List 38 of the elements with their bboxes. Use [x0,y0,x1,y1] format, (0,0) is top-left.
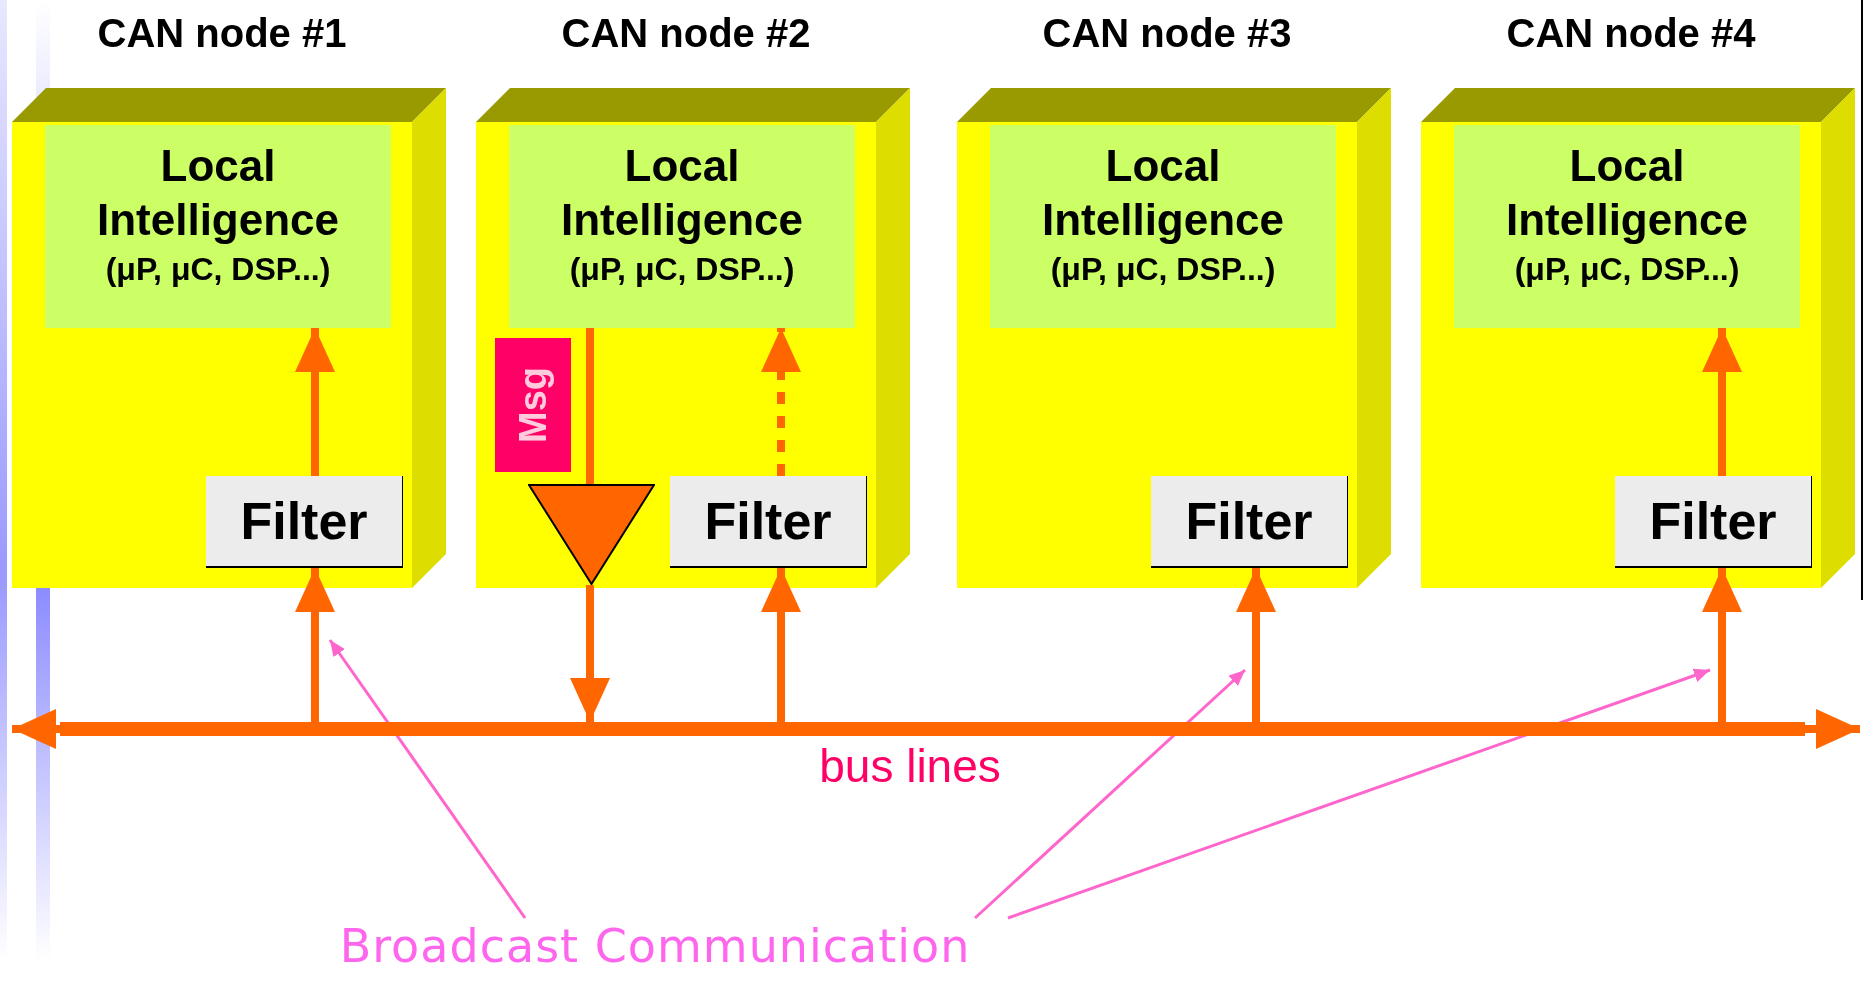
filter-box: Filter [670,476,867,568]
filter-box: Filter [1615,476,1812,568]
signal-arrow [570,585,610,722]
panel-title: Local Intelligence [1040,140,1286,246]
node-heading: CAN node #1 [96,10,348,57]
signal-arrow [761,328,801,476]
signal-arrow [1805,709,1860,749]
node-heading: CAN node #2 [560,10,812,57]
transmit-triangle [528,484,655,585]
node-heading: CAN node #4 [1505,10,1757,57]
signal-arrow [295,568,335,722]
leader-line [1007,668,1711,920]
signal-arrow [1702,568,1742,722]
processor-panel [509,125,855,328]
processor-panel [990,125,1336,328]
panel-subtitle: (μP, μC, DSP...) [1514,250,1740,289]
panel-title: Local Intelligence [95,140,341,246]
bus-label: bus lines [818,739,1002,794]
signal-arrow [761,568,801,722]
panel-subtitle: (μP, μC, DSP...) [569,250,795,289]
message-label: Msg [510,367,555,443]
signal-arrow [1236,568,1276,722]
panel-subtitle: (μP, μC, DSP...) [105,250,331,289]
message-tag [495,338,571,472]
signal-arrow [1702,328,1742,476]
panel-subtitle: (μP, μC, DSP...) [1050,250,1276,289]
panel-title: Local Intelligence [1504,140,1750,246]
filter-box: Filter [1151,476,1348,568]
processor-panel [1454,125,1800,328]
signal-arrow [12,709,60,749]
leader-line [328,639,527,919]
filter-box: Filter [206,476,403,568]
note-text: Broadcast Communication [275,918,1035,974]
node-heading: CAN node #3 [1041,10,1293,57]
panel-title: Local Intelligence [559,140,805,246]
leader-line [974,668,1246,920]
signal-arrow [295,328,335,476]
processor-panel [45,125,391,328]
